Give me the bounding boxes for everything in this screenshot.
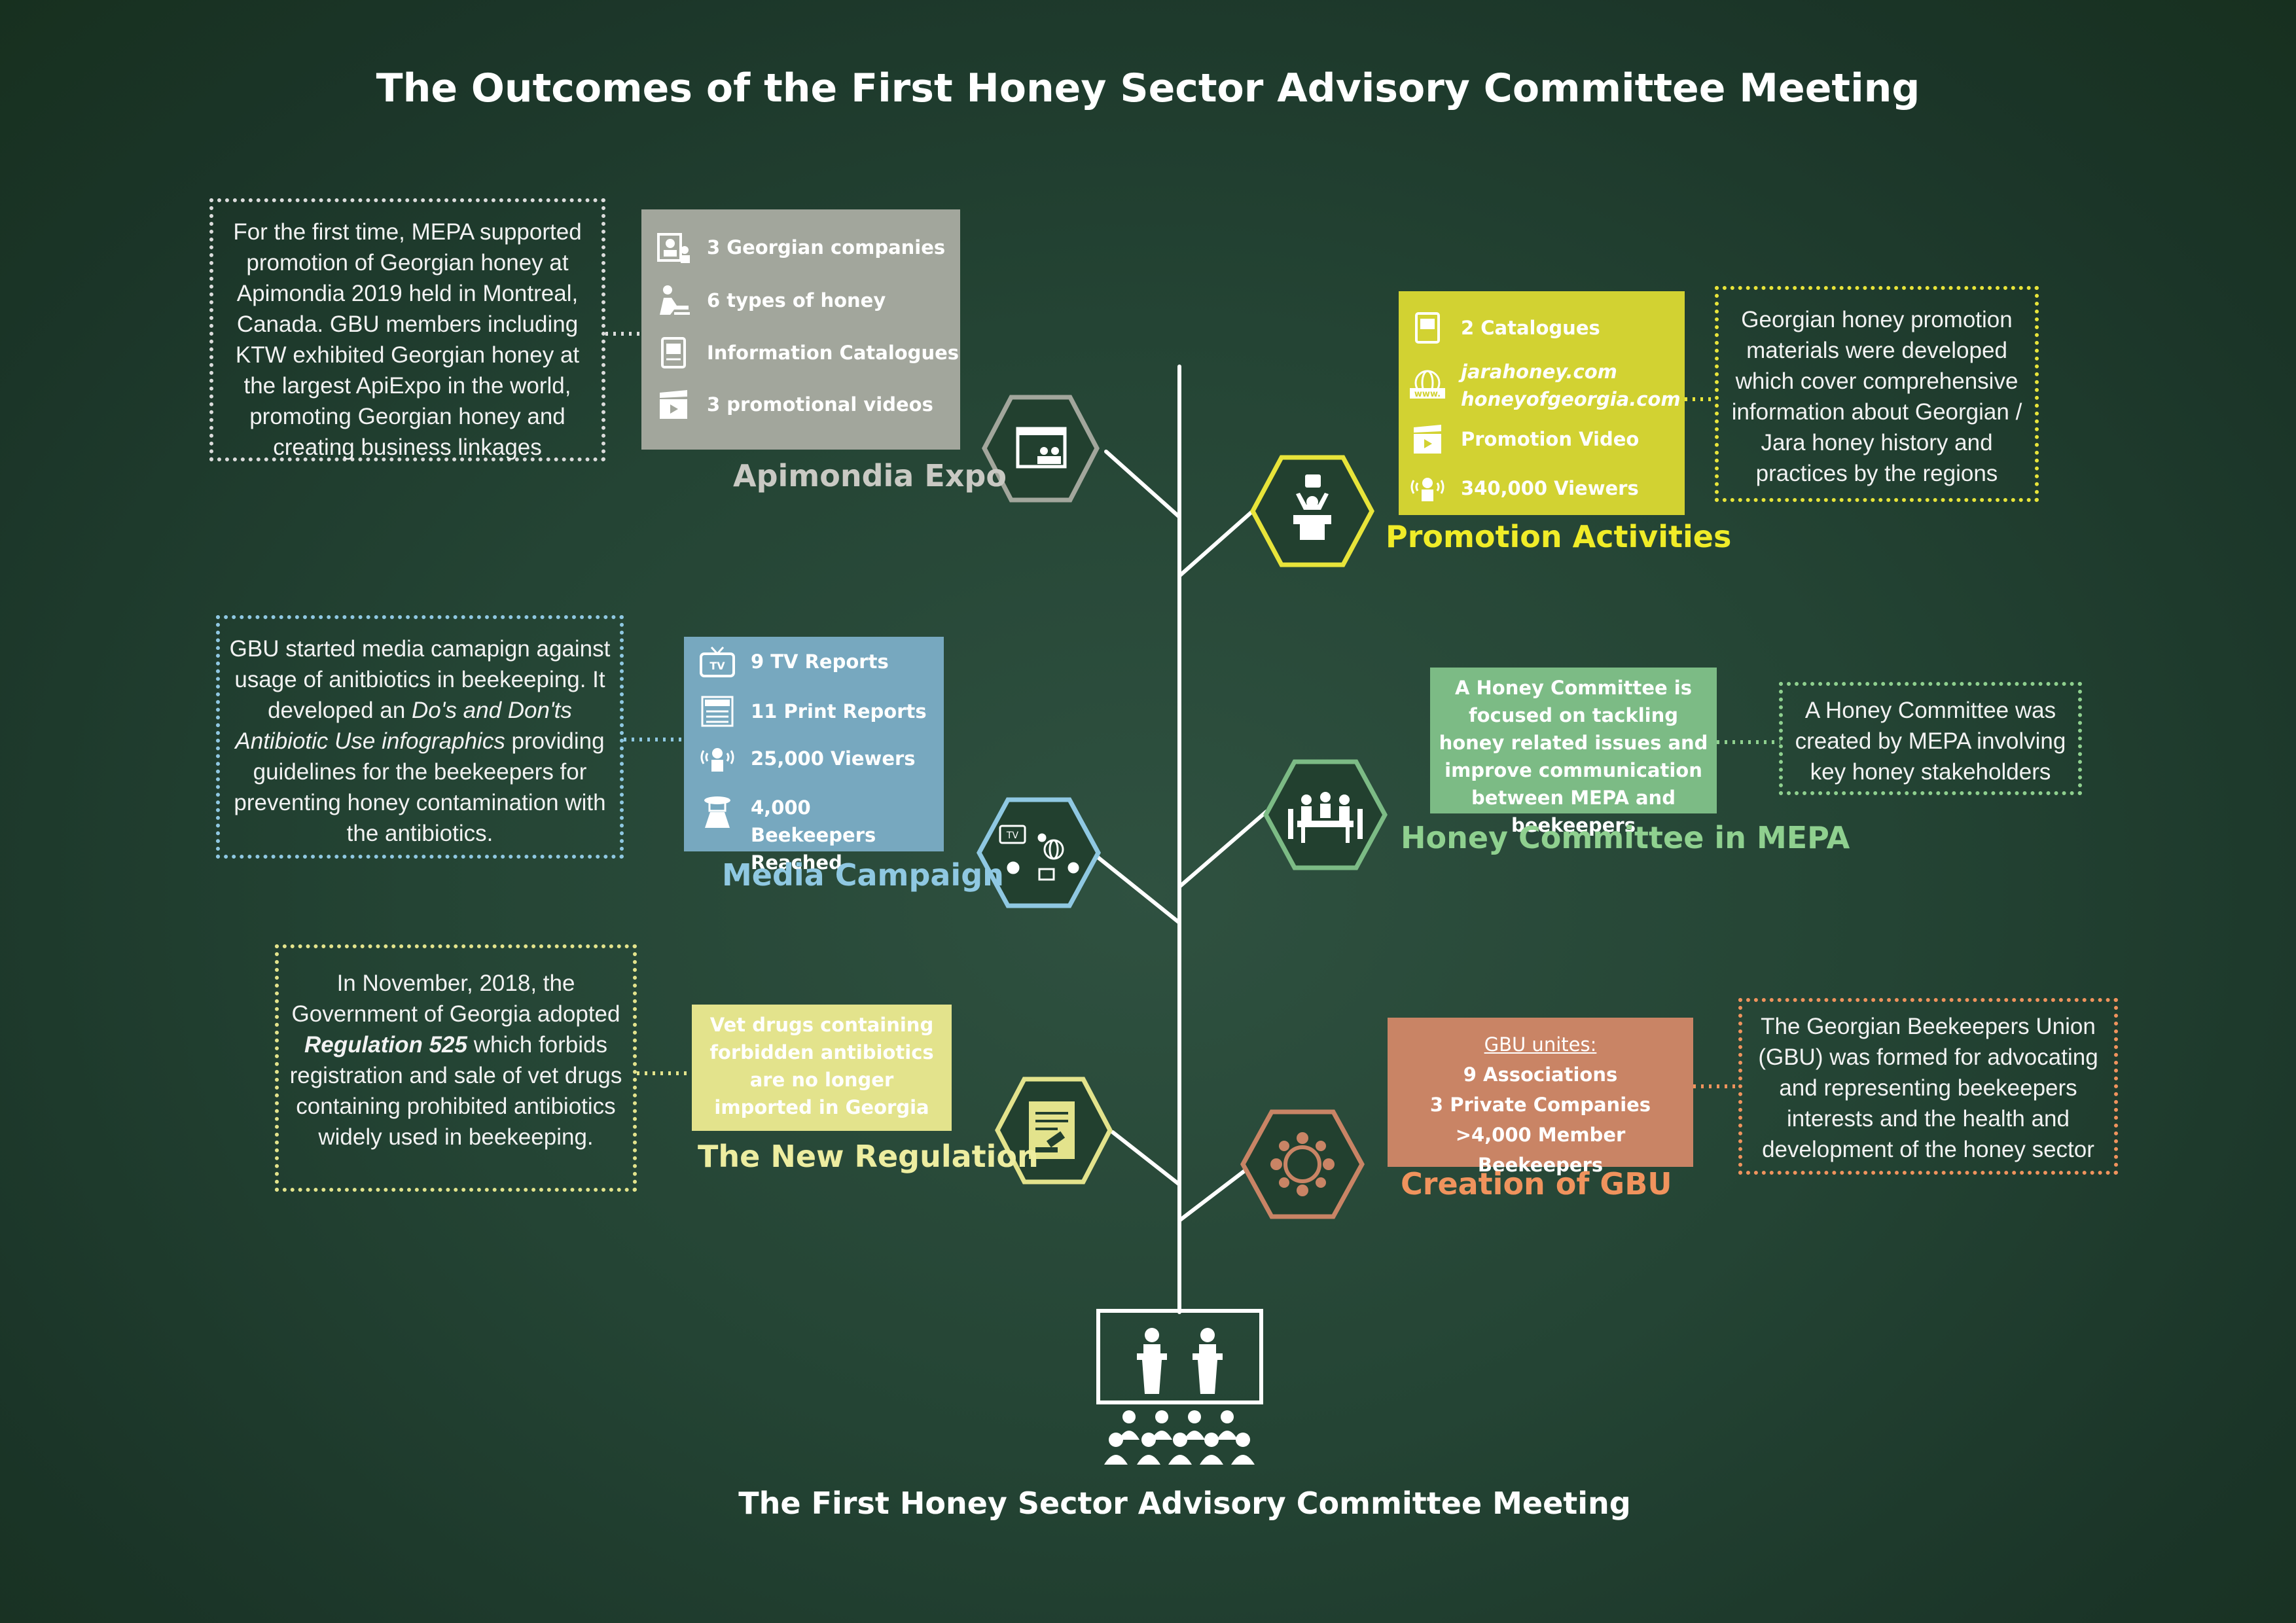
meeting-table-icon — [1288, 792, 1363, 843]
media-item: 25,000 Viewers — [751, 747, 916, 770]
gbu-card-heading: GBU unites: — [1484, 1033, 1597, 1056]
promotion-note: Georgian honey promotion materials were … — [1715, 286, 2039, 502]
apimondia-item: Information Catalogues — [707, 342, 960, 364]
regulation-connector — [637, 1071, 692, 1075]
svg-text:www.: www. — [1414, 389, 1441, 399]
promotion-link[interactable]: honeyofgeorgia.com — [1461, 388, 1681, 410]
video-clapper-icon — [1414, 425, 1441, 454]
gbu-card-line: 9 Associations — [1463, 1063, 1618, 1086]
people-circle-icon — [1270, 1132, 1335, 1196]
apimondia-item: 3 promotional videos — [707, 393, 933, 416]
gbu-hexagon — [1240, 1109, 1365, 1219]
honey-jar-display-icon — [660, 285, 690, 315]
apimondia-item: 6 types of honey — [707, 289, 886, 312]
apimondia-note: For the first time, MEPA supported promo… — [209, 198, 605, 461]
media-item: 11 Print Reports — [751, 700, 927, 722]
viewers-icon — [1410, 478, 1444, 501]
gbu-label: Creation of GBU — [1401, 1166, 1672, 1202]
apimondia-card: 3 Georgian companies 6 types of honey In… — [641, 209, 960, 450]
svg-text:TV: TV — [709, 660, 725, 672]
promotion-connector — [1685, 397, 1714, 401]
gbu-note: The Georgian Beekeepers Union (GBU) was … — [1738, 998, 2118, 1175]
media-network-icon: TV — [999, 825, 1079, 881]
apimondia-item: 3 Georgian companies — [707, 236, 946, 259]
page-title: The Outcomes of the First Honey Sector A… — [376, 65, 1920, 111]
promotion-label: Promotion Activities — [1386, 519, 1732, 554]
media-note: GBU started media camapign against usage… — [216, 615, 624, 859]
speaker-podium-icon — [1293, 474, 1331, 540]
www-icon: www. — [1410, 370, 1445, 399]
regulation-label: The New Regulation — [698, 1139, 1039, 1174]
media-connector — [624, 738, 684, 741]
svg-text:TV: TV — [1006, 830, 1019, 841]
expo-booth-icon — [1016, 427, 1067, 469]
gbu-card: GBU unites: 9 Associations 3 Private Com… — [1388, 1018, 1693, 1176]
gbu-card-line: 3 Private Companies — [1429, 1094, 1651, 1116]
gbu-card-line: >4,000 Member Beekeepers — [1455, 1124, 1626, 1176]
regulation-hexagon — [995, 1077, 1113, 1185]
committee-card: A Honey Committee is focused on tackling… — [1430, 668, 1717, 836]
media-card: TV 9 TV Reports 11 Print Reports 25,000 … — [684, 637, 944, 874]
tv-icon: TV — [700, 646, 735, 677]
committee-label: Honey Committee in MEPA — [1401, 820, 1850, 855]
catalogue-icon — [661, 337, 686, 368]
promotion-item: 340,000 Viewers — [1461, 477, 1639, 499]
viewers-icon — [700, 748, 734, 772]
media-label: Media Campaign — [722, 857, 1004, 893]
newspaper-icon — [701, 696, 734, 727]
apimondia-hexagon — [982, 395, 1100, 503]
beekeeper-icon — [704, 796, 730, 828]
regulation-card: Vet drugs containing forbidden antibioti… — [692, 1005, 952, 1131]
committee-note: A Honey Committee was created by MEPA in… — [1779, 682, 2082, 795]
apimondia-connector — [605, 332, 641, 336]
committee-hexagon — [1263, 759, 1388, 870]
document-gavel-icon — [1029, 1101, 1075, 1159]
podium-audience-icon — [1096, 1309, 1263, 1465]
regulation-note: In November, 2018, the Government of Geo… — [275, 944, 637, 1192]
booth-company-icon — [657, 233, 690, 263]
media-item: 9 TV Reports — [751, 651, 889, 673]
catalogue-icon — [1415, 312, 1440, 344]
video-clapper-icon — [660, 390, 687, 419]
media-item: 4,000 Beekeepers Reached — [751, 796, 876, 874]
root-title: The First Honey Sector Advisory Committe… — [738, 1486, 1631, 1521]
promotion-link[interactable]: jarahoney.com — [1461, 361, 1617, 383]
media-hexagon: TV — [977, 797, 1101, 908]
apimondia-label: Apimondia Expo — [733, 458, 1007, 493]
committee-connector — [1717, 740, 1780, 744]
gbu-connector — [1693, 1084, 1739, 1088]
promotion-hexagon — [1250, 455, 1374, 567]
promotion-card: 2 Catalogues www. jarahoney.com honeyofg… — [1399, 291, 1685, 515]
promotion-item: 2 Catalogues — [1461, 317, 1600, 339]
promotion-item: Promotion Video — [1461, 428, 1640, 450]
